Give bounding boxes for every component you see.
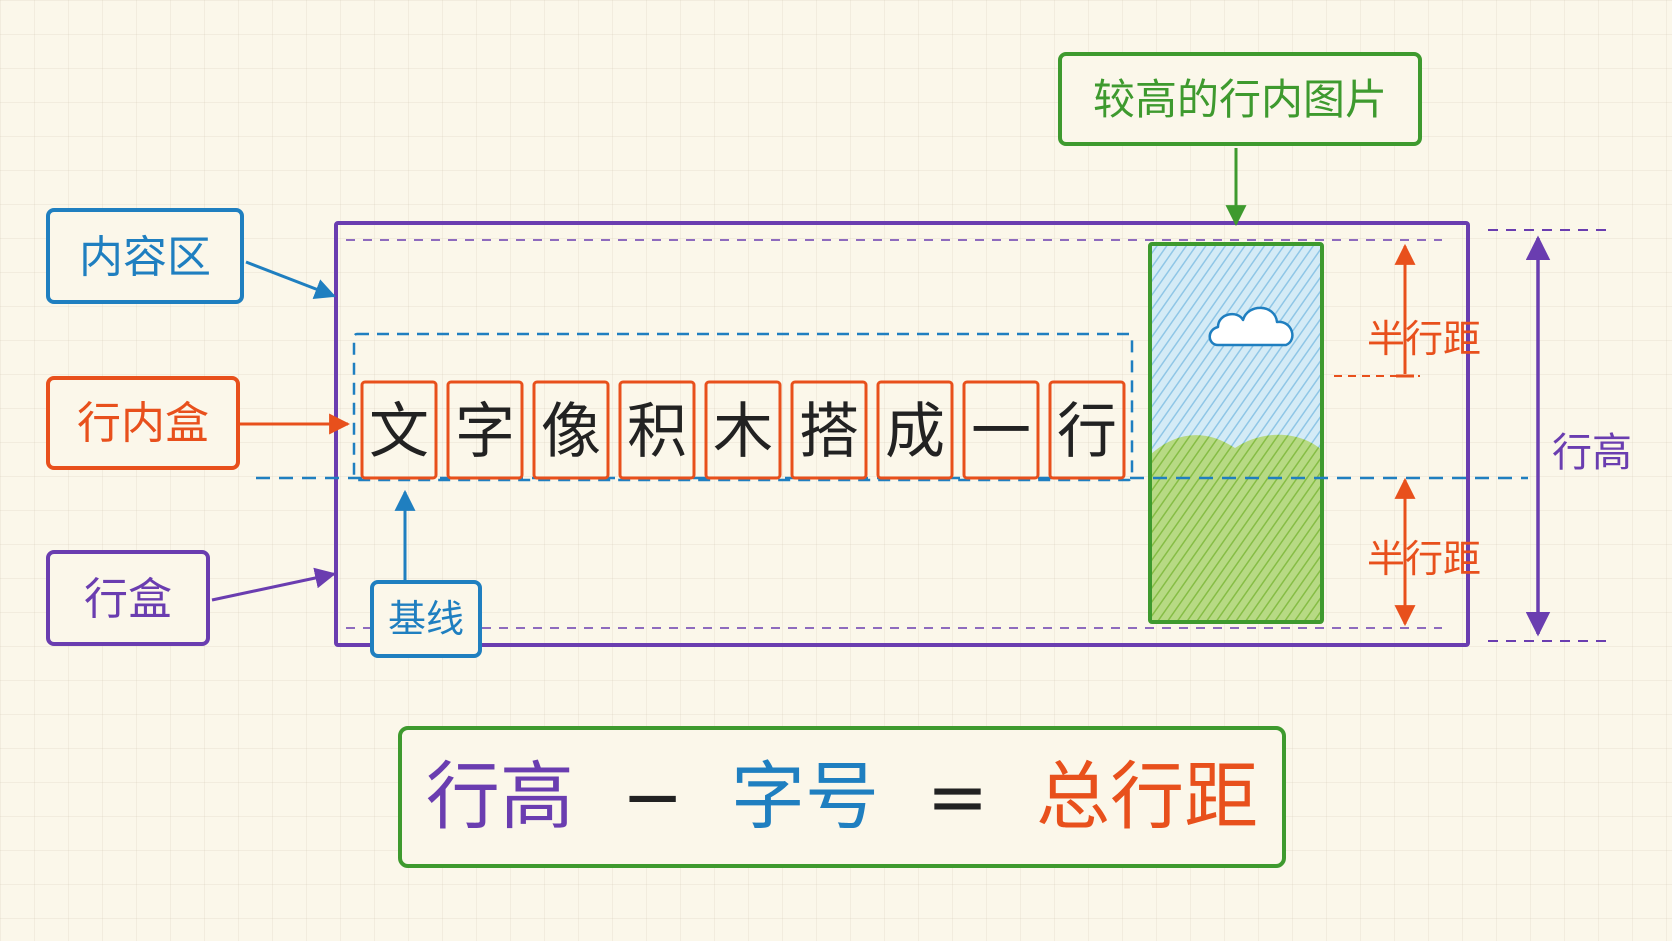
glyph-box: 行 — [1048, 380, 1126, 480]
glyph-box-frame — [790, 380, 868, 480]
glyph-char: 一 — [971, 397, 1031, 467]
tall-image-frame — [1148, 242, 1324, 624]
line-height-label: 行高 — [1552, 430, 1632, 476]
tall-image-label: 较高的行内图片 — [1093, 75, 1387, 124]
glyph-box-frame — [532, 380, 610, 480]
content-area-label: 内容区 — [79, 232, 211, 283]
cloud-icon — [1208, 306, 1294, 347]
formula-minus: − — [621, 754, 683, 840]
glyph-box: 成 — [876, 380, 954, 480]
tall-image-hills — [1150, 434, 1322, 622]
glyph-box: 积 — [618, 380, 696, 480]
glyph-char: 行 — [1057, 397, 1117, 467]
line-box-pointer — [211, 567, 337, 602]
formula-equals: = — [927, 754, 989, 840]
glyph-box: 一 — [962, 380, 1040, 480]
glyph-box-frame — [704, 380, 782, 480]
baseline-label: 基线 — [388, 597, 464, 641]
content-area-pointer — [245, 260, 336, 299]
tall-image-label-box — [1058, 52, 1422, 146]
half-leading-top-label: 半行距 — [1367, 317, 1481, 361]
baseline-label-box — [370, 580, 482, 658]
glyph-box-frame — [962, 380, 1040, 480]
glyph-char: 木 — [713, 397, 773, 467]
formula-total-leading: 总行距 — [1036, 754, 1258, 840]
glyph-row: 文字像积木搭成一行 — [360, 380, 1126, 480]
glyph-char: 积 — [627, 397, 687, 467]
inline-box-label: 行内盒 — [77, 398, 209, 449]
formula: 行高 − 字号 = 总行距 — [426, 754, 1258, 840]
formula-font-size: 字号 — [731, 754, 879, 840]
glyph-box-frame — [876, 380, 954, 480]
glyph-char: 像 — [541, 397, 601, 467]
line-box-label: 行盒 — [84, 574, 172, 625]
formula-box — [398, 726, 1286, 868]
glyph-char: 成 — [885, 397, 945, 467]
glyph-box: 字 — [446, 380, 524, 480]
glyph-box: 搭 — [790, 380, 868, 480]
glyph-char: 搭 — [799, 397, 859, 467]
glyph-box-frame — [446, 380, 524, 480]
glyph-char: 字 — [455, 397, 515, 467]
glyph-box-frame — [1048, 380, 1126, 480]
inline-box-label-box — [46, 376, 240, 470]
glyph-box: 木 — [704, 380, 782, 480]
line-box-label-box — [46, 550, 210, 646]
half-leading-bottom-label: 半行距 — [1367, 537, 1481, 581]
content-area-label-box — [46, 208, 244, 304]
formula-line-height: 行高 — [426, 754, 574, 840]
glyph-box: 文 — [360, 380, 438, 480]
glyph-box-frame — [360, 380, 438, 480]
glyph-char: 文 — [369, 397, 429, 467]
glyph-box: 像 — [532, 380, 610, 480]
glyph-box-frame — [618, 380, 696, 480]
content-area-frame — [352, 332, 1134, 482]
